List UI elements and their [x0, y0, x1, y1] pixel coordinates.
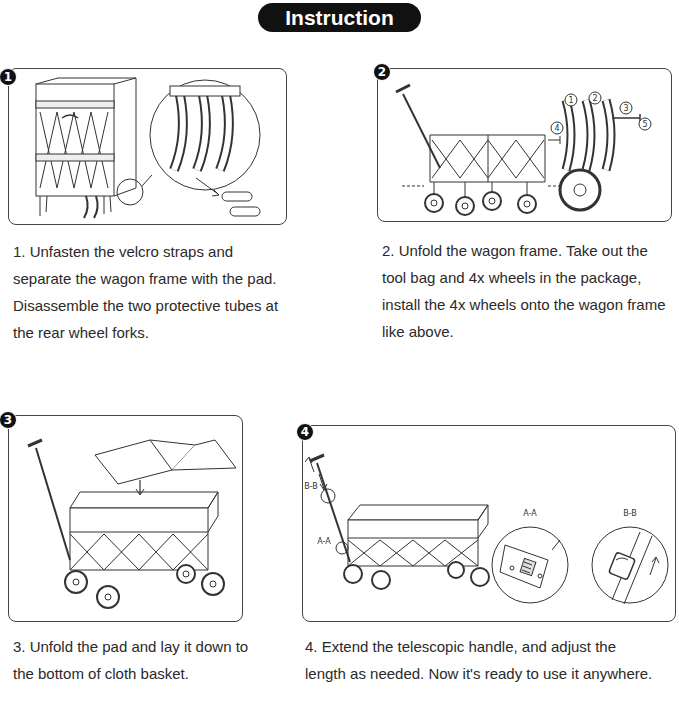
- step-digit: 4: [301, 425, 309, 439]
- callout-number: 1: [568, 96, 573, 105]
- step-number: 4: [296, 423, 314, 441]
- section-label: A-A: [523, 509, 536, 518]
- instruction-panel: 3. Unfold the pad and lay it down to the…: [8, 415, 243, 622]
- unfolded-frame: [396, 85, 651, 215]
- callout-number: 3: [623, 104, 628, 113]
- step-digit: 1: [4, 70, 12, 84]
- step-instruction: 2. Unfold the wagon frame. Take out the …: [382, 237, 672, 345]
- section-label: B-B: [623, 509, 637, 518]
- section-label: B-B: [304, 482, 318, 491]
- pad-into-basket: [28, 440, 236, 608]
- instruction-panel: 1. Unfasten the velcro straps and separa…: [8, 68, 287, 225]
- callout-number: 4: [554, 124, 559, 133]
- step-number: 2: [373, 63, 391, 81]
- callout-number: 5: [642, 120, 647, 129]
- step-instruction: 1. Unfasten the velcro straps and separa…: [13, 238, 293, 346]
- callout-number: 2: [592, 94, 597, 103]
- instruction-panel: 2. Unfold the wagon frame. Take out the …: [377, 68, 672, 222]
- step-number: 1: [0, 68, 17, 86]
- step-instruction: 3. Unfold the pad and lay it down to the…: [13, 633, 249, 687]
- folded-wagon: [36, 78, 260, 218]
- step-number: 3: [0, 411, 17, 429]
- section-label: A-A: [317, 537, 330, 546]
- step-instruction: 4. Extend the telescopic handle, and adj…: [305, 633, 661, 687]
- step-digit: 2: [378, 65, 386, 79]
- title-pill: Instruction: [258, 3, 421, 32]
- handle-adjust: [305, 455, 668, 604]
- instruction-panel: 4. Extend the telescopic handle, and adj…: [302, 425, 676, 622]
- step-digit: 3: [4, 413, 12, 427]
